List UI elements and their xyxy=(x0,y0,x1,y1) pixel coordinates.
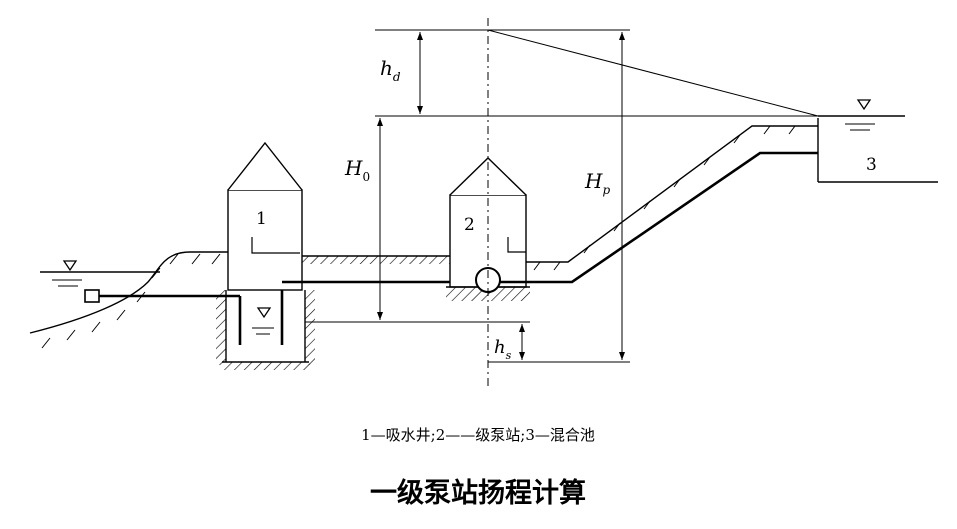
tank-water-ripples xyxy=(845,123,875,131)
well-house-body xyxy=(227,189,303,291)
embankment-hatch xyxy=(533,125,796,271)
label-hs: hs xyxy=(494,337,512,362)
well-floor-hatch xyxy=(222,362,310,370)
label-well-number: 1 xyxy=(256,209,267,229)
energy-grade-line xyxy=(487,29,819,117)
figure-title: 一级泵站扬程计算 xyxy=(370,477,586,509)
label-h0: H0 xyxy=(344,156,370,184)
figure-caption: 1—吸水井;2——级泵站;3—混合池 xyxy=(361,426,595,444)
left-water-ripples xyxy=(52,279,82,287)
well-wall-hatch-right xyxy=(305,290,315,365)
ground-left-slope xyxy=(29,251,230,334)
well-inner-baffle xyxy=(238,282,284,345)
well-wall-hatch-left xyxy=(216,290,226,365)
well-house-roof xyxy=(227,141,303,191)
label-station-number: 2 xyxy=(464,215,475,235)
pump-motor-marker xyxy=(507,237,526,253)
ground-mid-hatch xyxy=(302,256,450,264)
triangle-water-level-icon xyxy=(256,307,272,319)
triangle-water-level-icon xyxy=(62,260,78,272)
label-tank-number: 3 xyxy=(866,155,877,175)
embankment-line xyxy=(526,125,818,263)
well-house-marker xyxy=(251,237,300,254)
label-hp: Hp xyxy=(584,169,610,197)
intake-head xyxy=(84,289,100,303)
dimension-arrowheads xyxy=(377,32,625,360)
label-hd: hd xyxy=(380,56,401,84)
well-water-ripples xyxy=(252,327,274,335)
discharge-pipe xyxy=(500,151,818,284)
triangle-water-level-icon xyxy=(856,99,872,111)
